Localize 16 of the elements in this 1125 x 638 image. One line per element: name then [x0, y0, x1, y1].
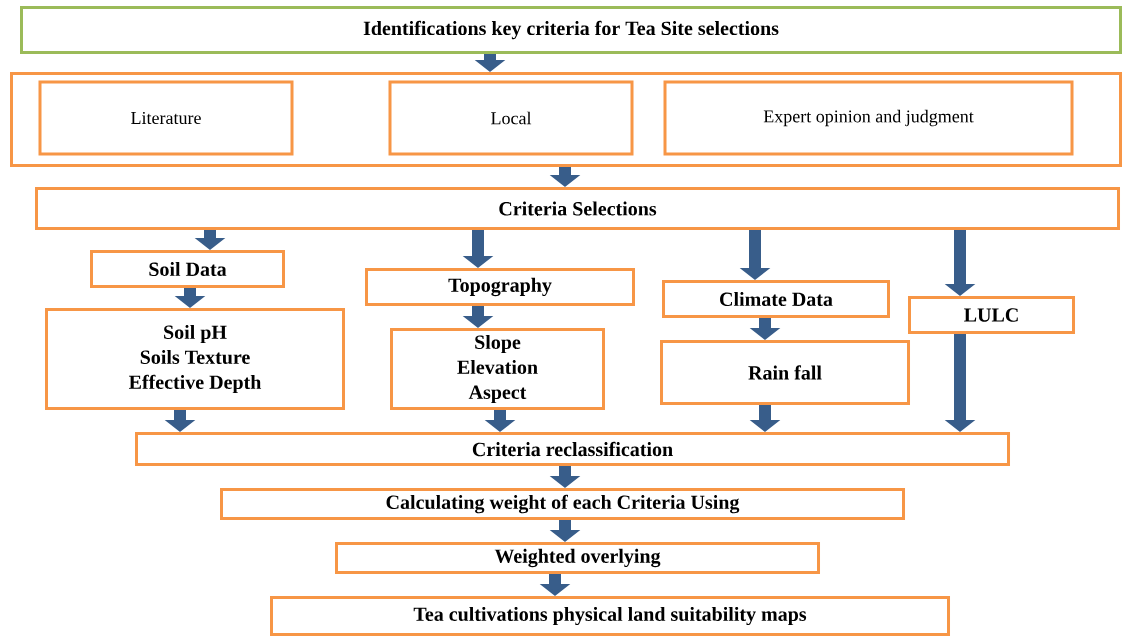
process-box: Weighted overlying — [335, 542, 820, 574]
process-box: Literature — [38, 80, 294, 156]
process-box: Climate Data — [662, 280, 890, 318]
process-box: Local — [388, 80, 634, 156]
process-box: Expert opinion and judgment — [663, 80, 1074, 156]
process-box: Rain fall — [660, 340, 910, 405]
process-box: Calculating weight of each Criteria Using — [220, 488, 905, 520]
process-box: Tea cultivations physical land suitability maps — [270, 596, 950, 636]
process-box: Criteria reclassification — [135, 432, 1010, 466]
process-box: Soil pH Soils Texture Effective Depth — [45, 308, 345, 410]
process-box: Slope Elevation Aspect — [390, 328, 605, 410]
process-box: Topography — [365, 268, 635, 306]
process-box: LULC — [908, 296, 1075, 334]
process-box: Soil Data — [90, 250, 285, 288]
heading-box: Identifications key criteria for Tea Site selections — [20, 6, 1122, 54]
process-box: Criteria Selections — [35, 187, 1120, 230]
